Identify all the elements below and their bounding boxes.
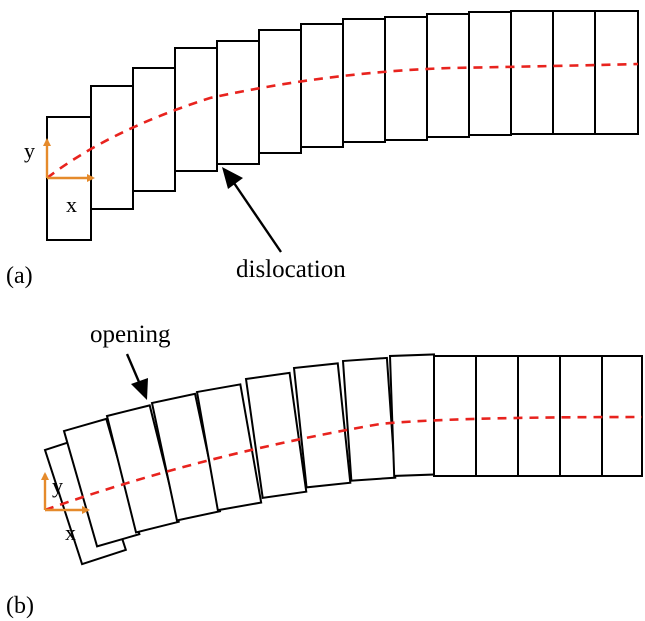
block-a-2	[90, 85, 134, 210]
panel-a: y x dislocation (a)	[6, 10, 639, 289]
panel-a-tag: (a)	[6, 263, 33, 289]
block-b-14	[601, 355, 643, 477]
block-a-9	[384, 16, 428, 141]
panel-b-x-label: x	[65, 520, 76, 545]
panel-a-centerline	[46, 62, 639, 180]
block-b-7	[292, 362, 352, 489]
block-b-11	[475, 355, 519, 477]
block-a-5	[216, 40, 260, 165]
panel-b-blocks	[43, 353, 643, 566]
block-a-11	[468, 11, 512, 136]
block-a-13	[552, 10, 596, 135]
panel-a-blocks	[46, 10, 639, 241]
block-b-9	[388, 353, 440, 477]
block-a-4	[174, 47, 218, 172]
block-b-5	[195, 383, 263, 512]
block-a-10	[426, 13, 470, 138]
block-a-3	[132, 67, 176, 192]
panel-a-axes	[43, 138, 95, 182]
panel-a-y-label: y	[24, 138, 35, 163]
dislocation-arrow	[222, 167, 282, 253]
block-a-14	[594, 10, 639, 135]
dislocation-label: dislocation	[236, 256, 346, 283]
block-a-8	[342, 18, 386, 143]
opening-label: opening	[90, 321, 171, 348]
panel-a-x-label: x	[66, 192, 77, 217]
panel-b-y-label: y	[52, 473, 63, 498]
block-a-7	[300, 23, 344, 148]
panel-b: y x opening (b)	[6, 321, 643, 619]
opening-arrow	[125, 353, 148, 400]
block-b-10	[433, 355, 477, 477]
block-b-12	[517, 355, 561, 477]
panel-b-axes	[41, 472, 90, 514]
block-b-6	[244, 371, 308, 499]
panel-b-centerline	[44, 415, 643, 512]
block-a-6	[258, 29, 302, 154]
panel-b-tag: (b)	[6, 593, 34, 619]
block-a-12	[510, 10, 554, 135]
block-b-8	[341, 356, 397, 482]
